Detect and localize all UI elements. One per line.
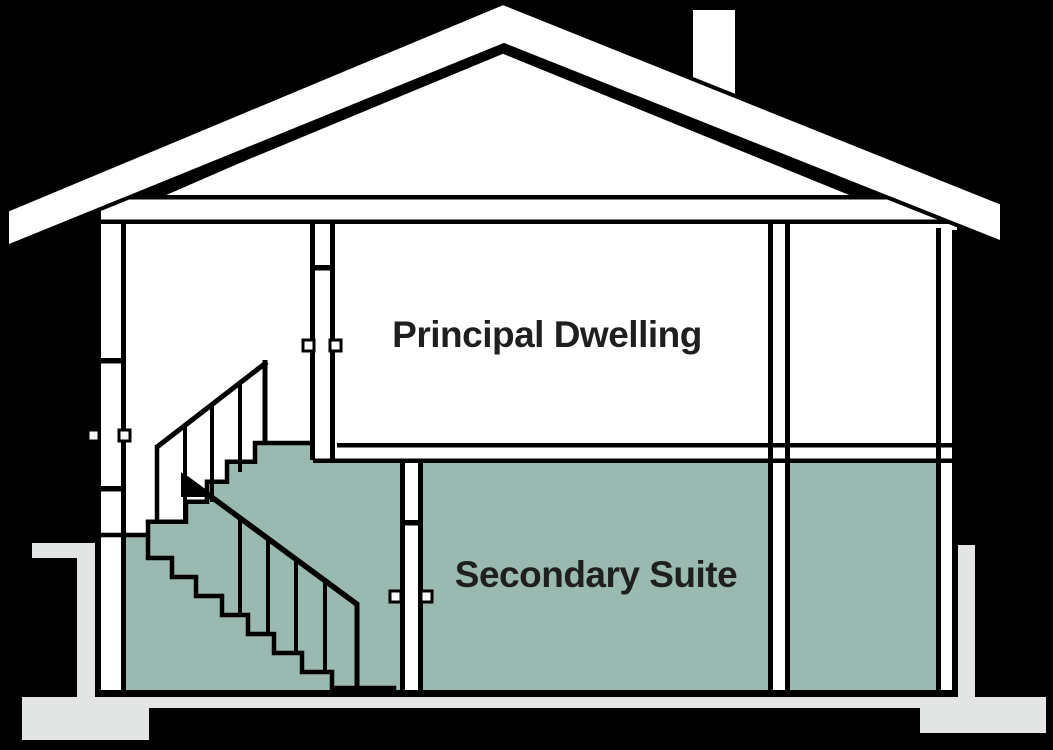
floor-band-top-line xyxy=(337,443,952,448)
interior-wall-3-fill xyxy=(773,224,785,692)
interior-wall-2 xyxy=(400,461,423,692)
foundation xyxy=(22,543,1046,740)
upper-railing xyxy=(154,360,269,524)
interior-wall-1-joint xyxy=(310,265,335,271)
ceiling-band-bottom-line xyxy=(95,219,941,225)
foundation-slab xyxy=(149,697,920,708)
marker-wall2-right xyxy=(419,589,434,604)
exterior-wall-left xyxy=(95,195,126,697)
left-wall-joint-lower xyxy=(95,486,126,492)
interior-wall-2-joint xyxy=(400,520,423,526)
interior-wall-2-left-line xyxy=(400,461,405,692)
interior-wall-2-fill xyxy=(405,461,418,692)
foundation-right-footing xyxy=(956,545,975,697)
ceiling-band xyxy=(95,195,941,225)
ceiling-band-top-line xyxy=(95,195,941,200)
interior-wall-3-right-line xyxy=(785,224,790,692)
interior-wall-3 xyxy=(768,224,790,692)
secondary-suite-area xyxy=(126,443,937,692)
principal-dwelling-label: Principal Dwelling xyxy=(392,314,702,355)
lower-rail xyxy=(181,473,360,608)
lower-railing xyxy=(181,472,360,686)
lower-flight-steps xyxy=(145,537,397,694)
floor-band-bottom-line xyxy=(313,458,952,463)
marker-wall2-left xyxy=(388,589,403,604)
interior-wall-2-right-line xyxy=(418,461,423,692)
marker-wall1-right xyxy=(328,338,343,353)
basement-floor-line xyxy=(95,690,958,697)
ceiling-band-fill xyxy=(95,199,941,220)
left-wall-outer-line xyxy=(95,195,101,697)
roof xyxy=(5,0,1004,250)
foundation-left-slab xyxy=(22,697,149,740)
left-wall-joint-upper xyxy=(95,358,126,364)
wall-markers xyxy=(86,338,434,604)
left-wall-fill xyxy=(101,224,121,697)
lower-rail-top-wedge xyxy=(181,472,209,497)
gable-interior xyxy=(95,48,957,232)
secondary-suite-label: Secondary Suite xyxy=(454,554,738,595)
marker-left-wall-outer xyxy=(86,428,101,443)
floor-band xyxy=(313,443,952,463)
interior-wall-3-left-line xyxy=(768,224,773,692)
floor-band-fill xyxy=(337,447,952,459)
staircase xyxy=(101,360,397,694)
right-wall-outer-line xyxy=(952,230,958,697)
foundation-right-slab xyxy=(920,697,1046,733)
marker-left-wall-inner xyxy=(117,428,132,443)
foundation-left-footing xyxy=(32,543,97,697)
interior-wall-1-fill xyxy=(315,224,330,460)
marker-wall1-left xyxy=(301,338,316,353)
roof-underside-line xyxy=(96,46,956,238)
left-wall-inner-line xyxy=(121,224,126,697)
